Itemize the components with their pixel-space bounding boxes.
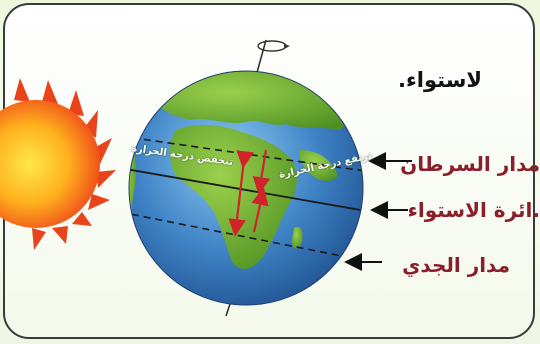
temperature-arrows	[228, 149, 271, 237]
sun-icon	[0, 78, 116, 250]
equator-label: .ائرة الاستواء	[407, 198, 540, 222]
tropic-capricorn-label: مدار الجدي	[402, 253, 510, 277]
axis-line-top	[255, 39, 267, 77]
tropic-capricorn-line	[129, 211, 363, 263]
earth-globe-icon	[128, 70, 364, 306]
equator-heading-fragment: لاستواء.	[398, 68, 482, 92]
label-pointers	[344, 152, 412, 271]
rotation-arrow-icon	[257, 40, 290, 52]
tropic-cancer-label: مدار السرطان	[400, 152, 540, 176]
tropic-cancer-line	[129, 135, 363, 173]
